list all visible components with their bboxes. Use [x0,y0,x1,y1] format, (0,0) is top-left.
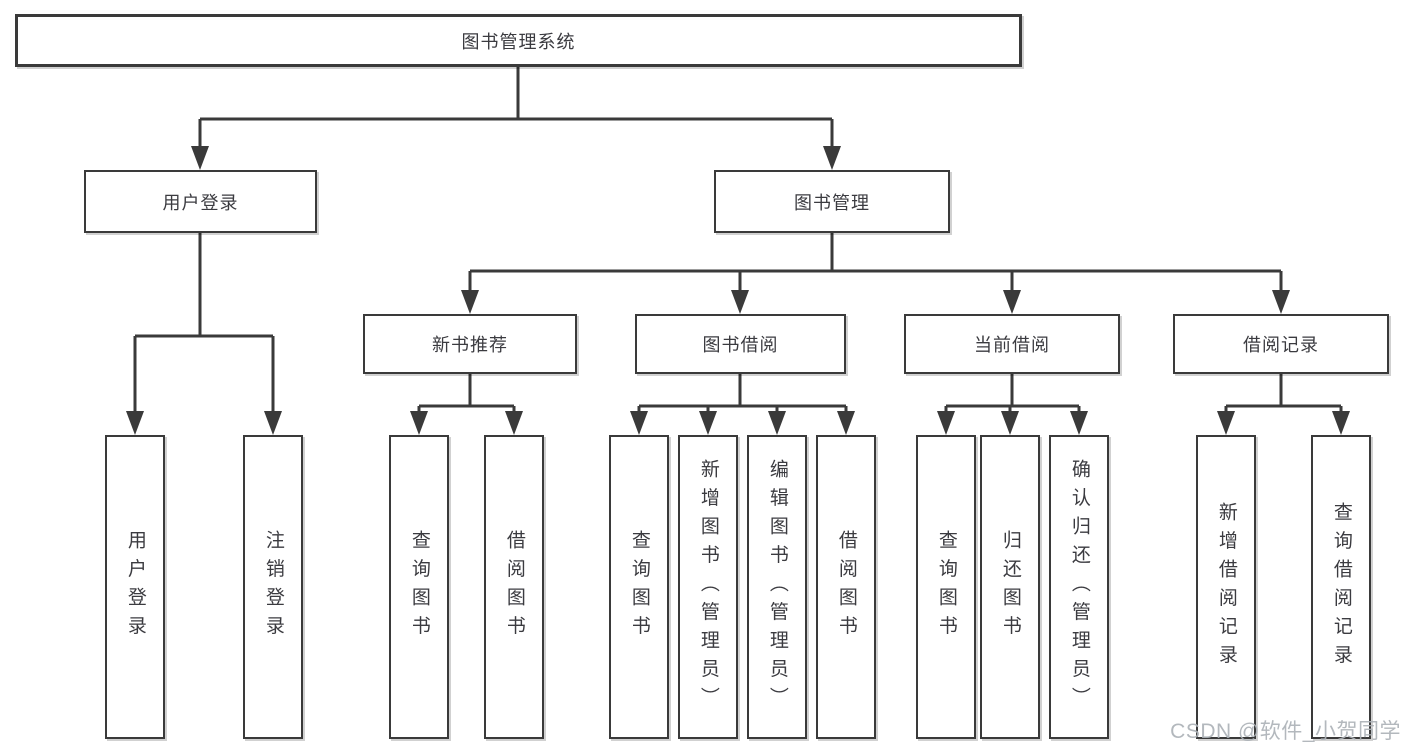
node-label: 借阅图书 [503,530,525,644]
node-library-system: 图书管理系统 [15,14,1022,67]
arrowhead-icon [505,411,523,435]
connector-book-management-to-level2 [468,232,1283,296]
node-label: 查询借阅记录 [1330,501,1352,673]
arrowhead-icon [461,290,479,314]
arrowhead-icon [1332,411,1350,435]
connector-new-book-recommend-to-leaves [417,373,516,417]
arrowhead-icon [1272,290,1290,314]
node-book-borrowing: 图书借阅 [635,314,846,374]
node-label: 图书管理系统 [461,31,576,52]
connector-current-borrowing-to-leaves [944,373,1081,417]
leaf-query-borrow-record: 查询借阅记录 [1311,435,1371,739]
node-label: 图书管理 [794,192,870,213]
node-label: 归还图书 [999,530,1021,644]
node-label: 编辑图书（管理员） [766,458,788,716]
connector-root-to-level1 [198,67,834,152]
arrowhead-icon [191,146,209,170]
arrowhead-icon [823,146,841,170]
leaf-edit-books-admin: 编辑图书（管理员） [747,435,807,739]
node-label: 用户登录 [124,530,146,644]
node-label: 确认归还（管理员） [1068,458,1090,716]
arrowhead-icon [937,411,955,435]
leaf-query-books-recommend: 查询图书 [389,435,449,739]
arrowhead-icon [1070,411,1088,435]
leaf-borrow-books-borrowing: 借阅图书 [816,435,876,739]
node-label: 借阅图书 [835,530,857,644]
leaf-user-login: 用户登录 [105,435,165,739]
arrowhead-icon [1003,290,1021,314]
node-label: 图书借阅 [702,335,779,355]
node-label: 新书推荐 [432,335,508,355]
arrowhead-icon [837,411,855,435]
leaf-confirm-return-admin: 确认归还（管理员） [1049,435,1109,739]
connector-borrowing-records-to-leaves [1224,373,1343,417]
leaf-query-books-borrowing: 查询图书 [609,435,669,739]
arrowhead-icon [699,411,717,435]
node-user-login: 用户登录 [84,170,317,233]
node-label: 用户登录 [162,192,239,213]
node-label: 查询图书 [628,530,650,644]
arrowhead-icon [630,411,648,435]
arrowhead-icon [1001,411,1019,435]
arrowhead-icon [126,411,144,435]
node-label: 查询图书 [935,530,957,644]
arrowhead-icon [768,411,786,435]
leaf-add-borrow-record: 新增借阅记录 [1196,435,1256,739]
leaf-return-books: 归还图书 [980,435,1040,739]
connector-arrowheads [126,146,1350,435]
node-new-book-recommend: 新书推荐 [363,314,577,374]
node-label: 注销登录 [262,530,284,644]
node-label: 当前借阅 [974,335,1050,355]
leaf-logout-login: 注销登录 [243,435,303,739]
node-label: 新增图书（管理员） [697,458,719,716]
connector-book-borrowing-to-leaves [637,373,848,417]
arrowhead-icon [1217,411,1235,435]
node-label: 借阅记录 [1243,335,1319,355]
node-borrowing-records: 借阅记录 [1173,314,1389,374]
node-label: 新增借阅记录 [1215,501,1237,673]
node-label: 查询图书 [408,530,430,644]
leaf-add-books-admin: 新增图书（管理员） [678,435,738,739]
arrowhead-icon [731,290,749,314]
leaf-borrow-books-recommend: 借阅图书 [484,435,544,739]
leaf-query-books-current: 查询图书 [916,435,976,739]
connector-user-login-to-leaves [133,232,275,417]
node-current-borrowing: 当前借阅 [904,314,1120,374]
csdn-watermark: CSDN @软件_小贺同学 [1170,720,1401,743]
arrowhead-icon [264,411,282,435]
arrowhead-icon [410,411,428,435]
node-book-management: 图书管理 [714,170,950,233]
